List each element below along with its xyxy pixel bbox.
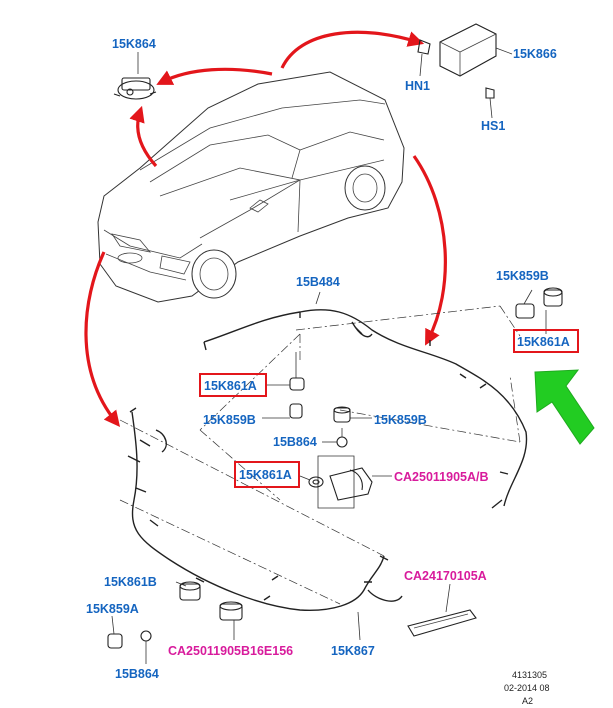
front-harness-15k867: [119, 407, 403, 641]
drawing-date: 02-2014 08: [504, 683, 550, 693]
label-hs1: HS1: [481, 119, 505, 133]
label-15b864-mid: 15B864: [273, 435, 317, 449]
car-illustration: [97, 71, 405, 303]
arrow-to-buzzer-1: [156, 67, 273, 85]
label-ca25011905b16e156: CA25011905B16E156: [168, 644, 293, 658]
label-15k866: 15K866: [513, 47, 557, 61]
rear-harness-15b484: [199, 291, 528, 509]
label-15k864-top: 15K864: [112, 37, 156, 51]
drawing-revision: A2: [522, 696, 533, 706]
label-15k861a-right: 15K861A: [517, 335, 570, 349]
arrow-to-buzzer-2: [129, 105, 158, 168]
front-sensor-parts: [107, 581, 243, 664]
arrow-to-front-bumper: [84, 251, 121, 427]
highlight-box-15k861a-right: [513, 329, 579, 353]
label-15b864-bottom: 15B864: [115, 667, 159, 681]
label-hn1: HN1: [405, 79, 430, 93]
highlight-box-15k861a-mid: [234, 461, 300, 488]
label-15k859b-right: 15K859B: [496, 269, 549, 283]
green-pointer-arrow: [534, 369, 595, 445]
label-15k861a-mid-top: 15K861A: [204, 379, 257, 393]
arrow-to-module: [280, 30, 425, 69]
buzzer-15k864: [113, 52, 157, 100]
rear-sensor-right: [515, 287, 563, 334]
label-15b484: 15B484: [296, 275, 340, 289]
trim-strip-ca24170105a: [407, 583, 477, 637]
label-15k861b: 15K861B: [104, 575, 157, 589]
label-15k861a-mid: 15K861A: [239, 468, 292, 482]
arrow-to-rear-bumper: [412, 155, 447, 346]
label-15k859a: 15K859A: [86, 602, 139, 616]
module-15k866: [417, 23, 513, 119]
label-15k859b-mid-right: 15K859B: [374, 413, 427, 427]
label-ca24170105a: CA24170105A: [404, 569, 487, 583]
red-arrows: [84, 30, 447, 427]
label-15k859b-mid-left: 15K859B: [203, 413, 256, 427]
label-15k867: 15K867: [331, 644, 375, 658]
mid-sensor-parts: [262, 352, 392, 509]
drawing-number: 4131305: [512, 670, 547, 680]
label-ca25011905ab: CA25011905A/B: [394, 470, 489, 484]
highlight-box-15k861a-mid-top: [199, 373, 267, 397]
